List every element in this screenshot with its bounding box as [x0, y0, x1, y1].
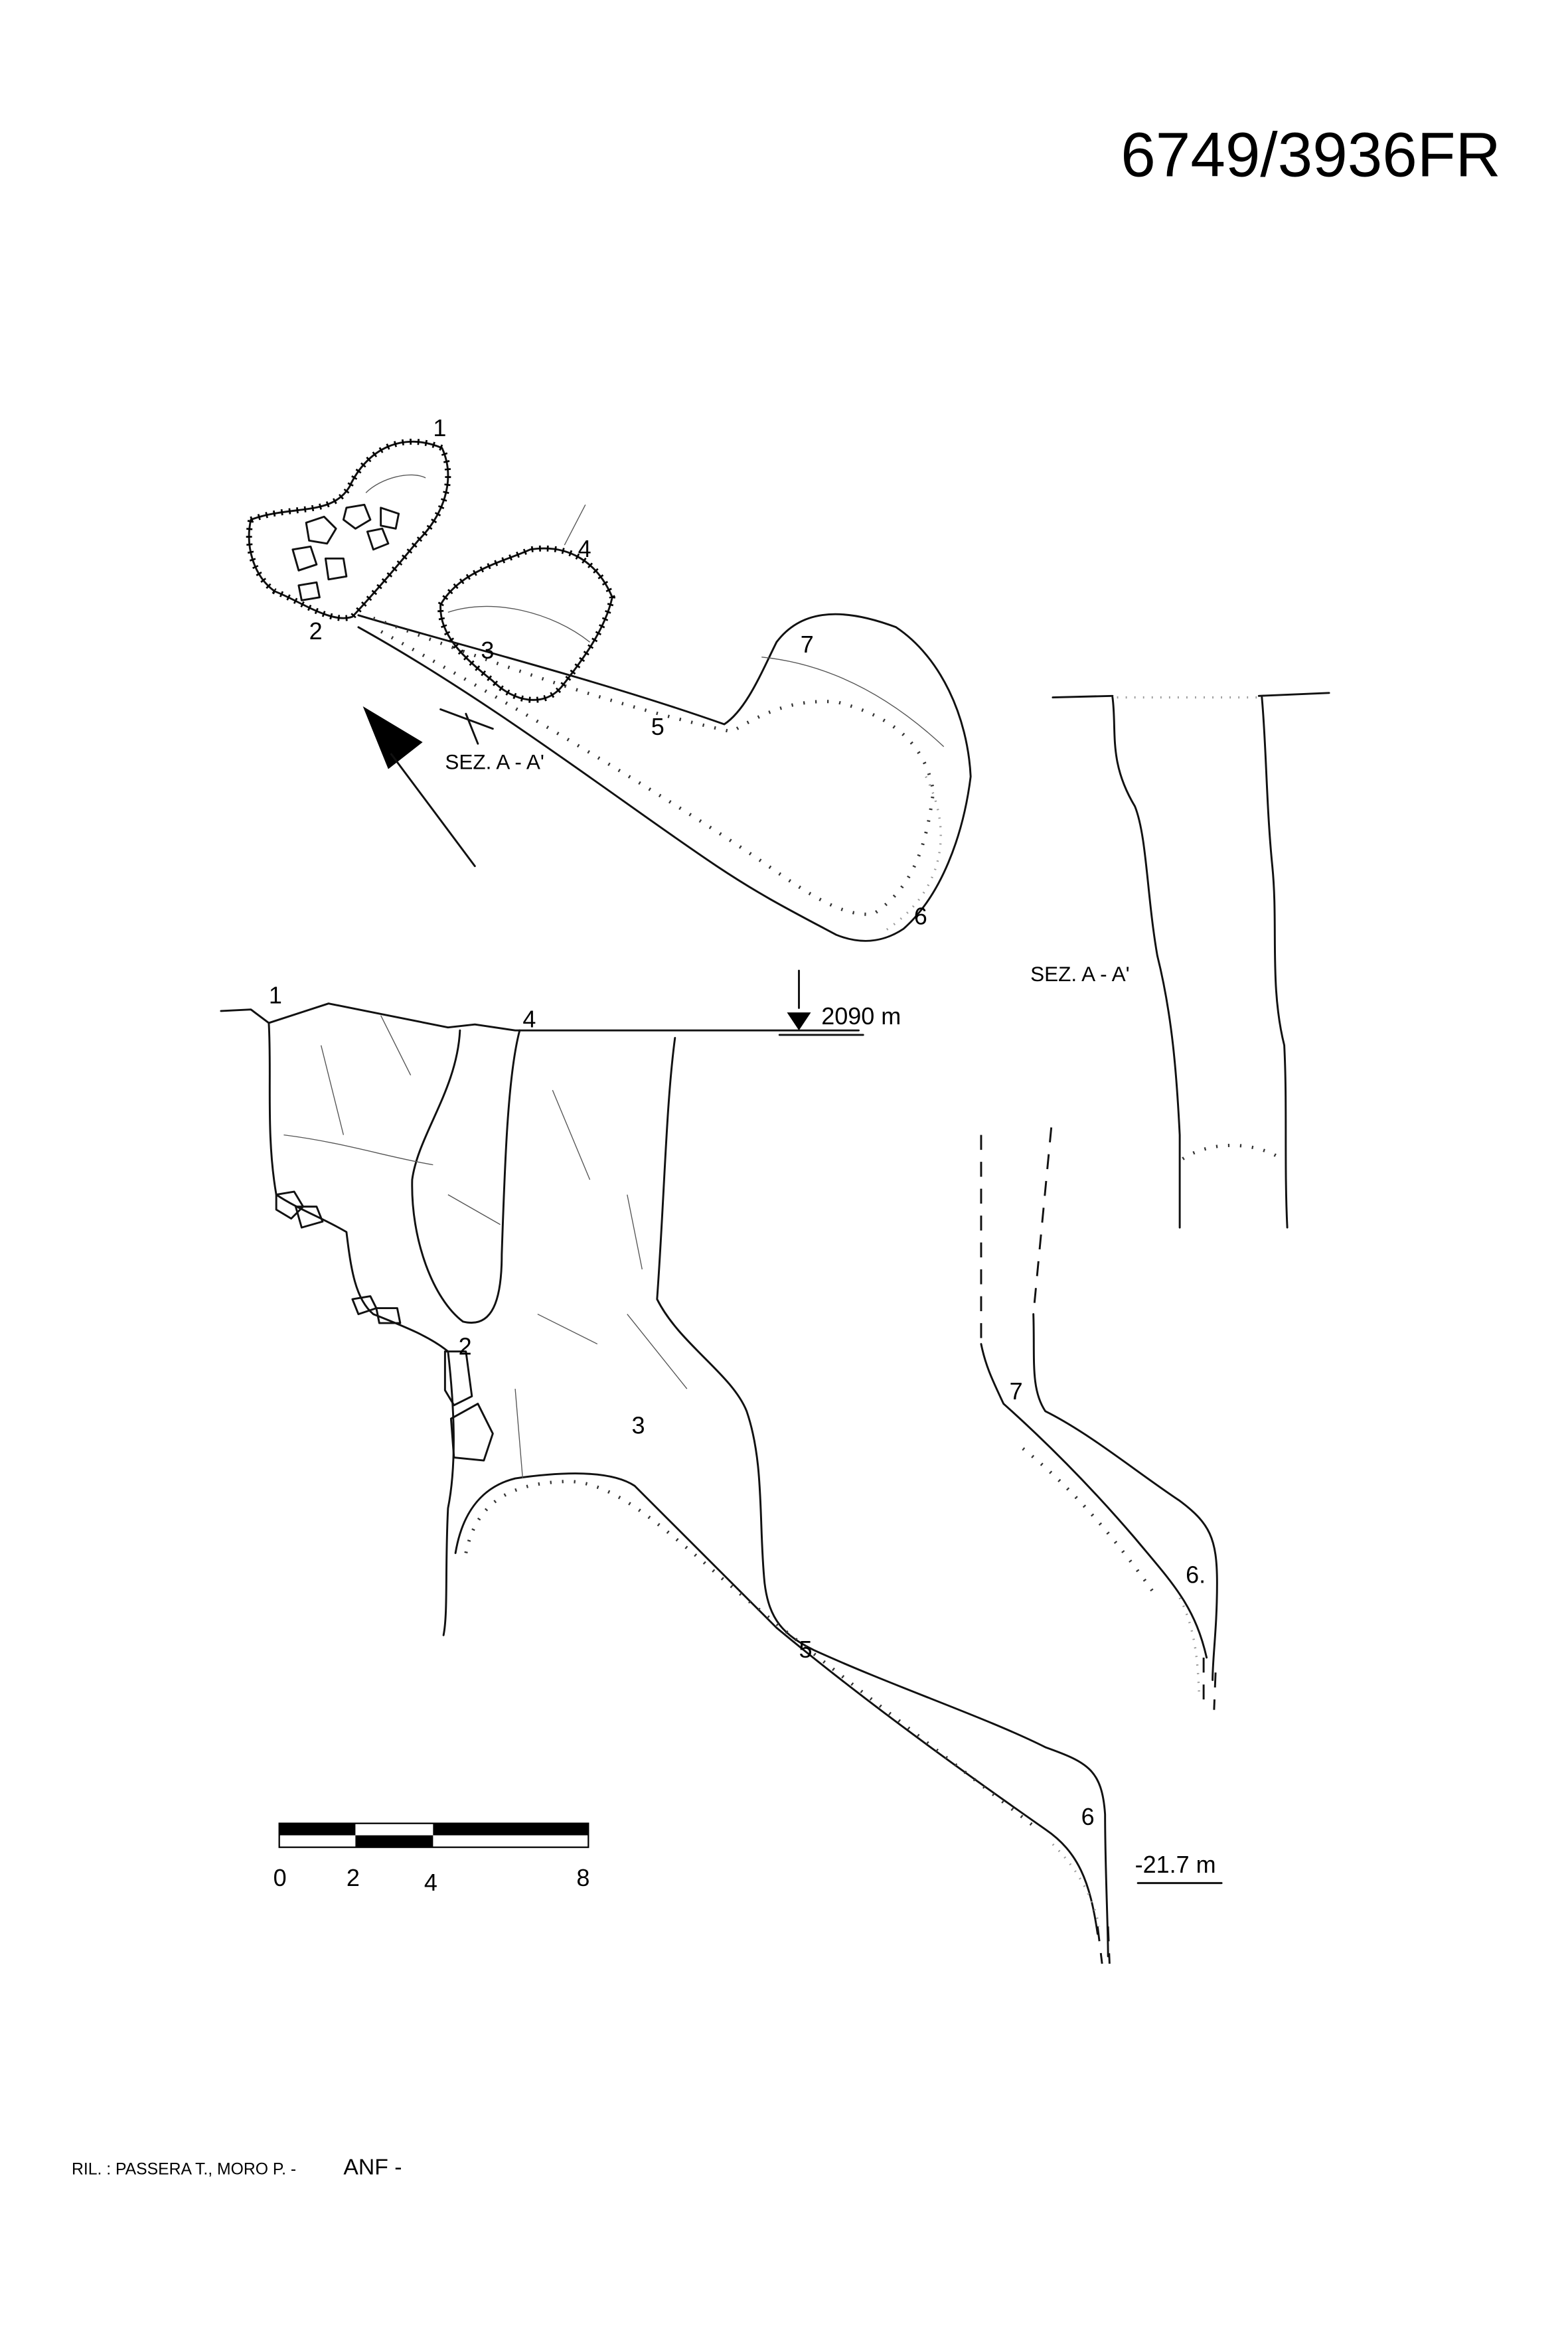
profile-surface	[220, 1002, 860, 1032]
plan-point-4: 4	[578, 535, 591, 562]
side-profile: 7 6.	[980, 1127, 1218, 1710]
profile-point-1: 1	[269, 982, 282, 1009]
scale-tick-4: 4	[424, 1869, 437, 1896]
scale-tick-2: 2	[347, 1864, 360, 1891]
plan-point-3: 3	[481, 637, 494, 664]
section-a-a: SEZ. A - A'	[1030, 692, 1330, 1229]
plan-point-6: 6	[914, 902, 927, 929]
credits: RIL. : PASSERA T., MORO P. - ANF -	[72, 2154, 402, 2179]
plan-passage-outline	[357, 613, 972, 942]
plan-section-label: SEZ. A - A'	[445, 750, 544, 774]
section-left-wall	[1111, 696, 1181, 1229]
profile-point-3: 3	[632, 1412, 645, 1439]
plan-point-2: 2	[309, 617, 323, 645]
plan-chamber-1-2-hatch	[246, 438, 451, 621]
plan-shaft-4-hatch	[437, 545, 616, 703]
plan-point-7: 7	[801, 631, 814, 658]
plan-shaft-4	[439, 547, 613, 701]
profile-point-4: 4	[522, 1006, 536, 1033]
depth-label: -21.7 m	[1135, 1851, 1216, 1878]
scale-tick-8: 8	[576, 1864, 589, 1891]
elevation-marker-icon	[787, 1012, 811, 1031]
elevation-label: 2090 m	[821, 1002, 901, 1030]
plan-view: 1 2 3 4 5 6 7 SEZ. A - A'	[246, 414, 972, 942]
profile-point-6: 6	[1081, 1803, 1095, 1830]
profile-pillar	[411, 1029, 521, 1324]
section-label: SEZ. A - A'	[1030, 962, 1130, 986]
north-arrow-icon	[362, 706, 423, 769]
plan-boulders	[291, 503, 400, 601]
profile-point-2: 2	[459, 1332, 472, 1360]
surveyors-credit: RIL. : PASSERA T., MORO P. -	[72, 2160, 296, 2178]
plan-point-1: 1	[433, 414, 446, 441]
profile-boulders	[275, 1190, 494, 1462]
profile-floor	[454, 1472, 1099, 1935]
group-credit: ANF -	[343, 2154, 402, 2179]
scale-bar: 0 2 4 8	[274, 1822, 589, 1896]
section-right-wall	[1261, 696, 1289, 1229]
scale-tick-0: 0	[274, 1864, 287, 1891]
main-profile: 1 4 2 3 5 6 2090 m -21.7 m	[220, 969, 1223, 1964]
survey-title: 6749/3936FR	[1121, 119, 1501, 190]
plan-chamber-1-2	[248, 440, 449, 619]
profile-point-5: 5	[799, 1636, 812, 1663]
plan-point-5: 5	[651, 713, 665, 740]
side-profile-point-6: 6.	[1186, 1561, 1206, 1588]
side-profile-point-7: 7	[1010, 1377, 1023, 1405]
profile-right-wall	[656, 1036, 1109, 1958]
profile-left-wall	[268, 1022, 455, 1636]
